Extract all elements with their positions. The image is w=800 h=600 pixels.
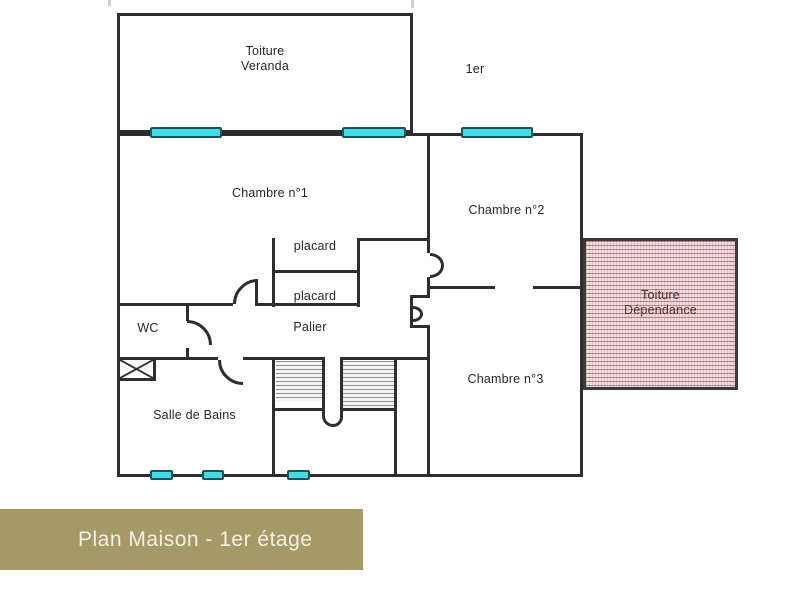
wall-segment (410, 295, 413, 328)
window (287, 470, 310, 480)
label-floor: 1er (465, 62, 485, 76)
wall-segment (117, 303, 233, 306)
label-chambre3: Chambre n°3 (467, 372, 544, 386)
wall-segment (186, 303, 189, 321)
stair-flight-hatch (343, 361, 394, 408)
wall-segment (394, 408, 397, 477)
label-line: Veranda (241, 59, 289, 73)
label-salle-de-bains: Salle de Bains (153, 408, 236, 422)
wall-segment (357, 238, 430, 241)
window (461, 127, 533, 138)
crop-tick (108, 0, 111, 6)
wall-segment (410, 295, 430, 298)
wall-segment (430, 286, 495, 289)
wall-segment (533, 286, 583, 289)
label-wc: WC (137, 321, 159, 335)
label-placard-bottom: placard (293, 289, 337, 303)
label-line: Toiture (641, 288, 680, 302)
label-chambre2: Chambre n°2 (468, 203, 545, 217)
door-jamb-chambre3 (413, 306, 423, 322)
wall-segment (117, 357, 218, 360)
wall-segment (410, 325, 430, 328)
label-placard-top: placard (293, 239, 337, 253)
stair-flight-hatch (276, 361, 323, 401)
label-toiture-dependance: Toiture Dépendance (585, 288, 736, 318)
crossed-box-marker (117, 357, 156, 381)
veranda-roof-outline (117, 13, 413, 133)
window (150, 127, 222, 138)
caption-text: Plan Maison - 1er étage (78, 527, 313, 551)
wall-segment (427, 325, 430, 477)
window (202, 470, 224, 480)
caption-bar: Plan Maison - 1er étage (0, 509, 363, 570)
wall-segment (258, 303, 360, 306)
label-line: Toiture (245, 44, 285, 58)
x-cross-icon (120, 360, 153, 378)
crop-tick (411, 0, 414, 8)
label-palier: Palier (293, 320, 327, 334)
wall-segment (427, 277, 430, 297)
wall-segment (272, 357, 275, 477)
dependance-roof-area (583, 238, 738, 390)
stair-turn-rail (322, 357, 343, 427)
window (150, 470, 173, 480)
wall-segment (186, 348, 189, 360)
label-line: Dépendance (624, 303, 697, 317)
window (342, 127, 406, 138)
wall-segment (427, 133, 430, 253)
label-toiture-veranda: Toiture Veranda (117, 44, 413, 74)
label-chambre1: Chambre n°1 (232, 186, 308, 200)
wall-segment (272, 270, 360, 273)
